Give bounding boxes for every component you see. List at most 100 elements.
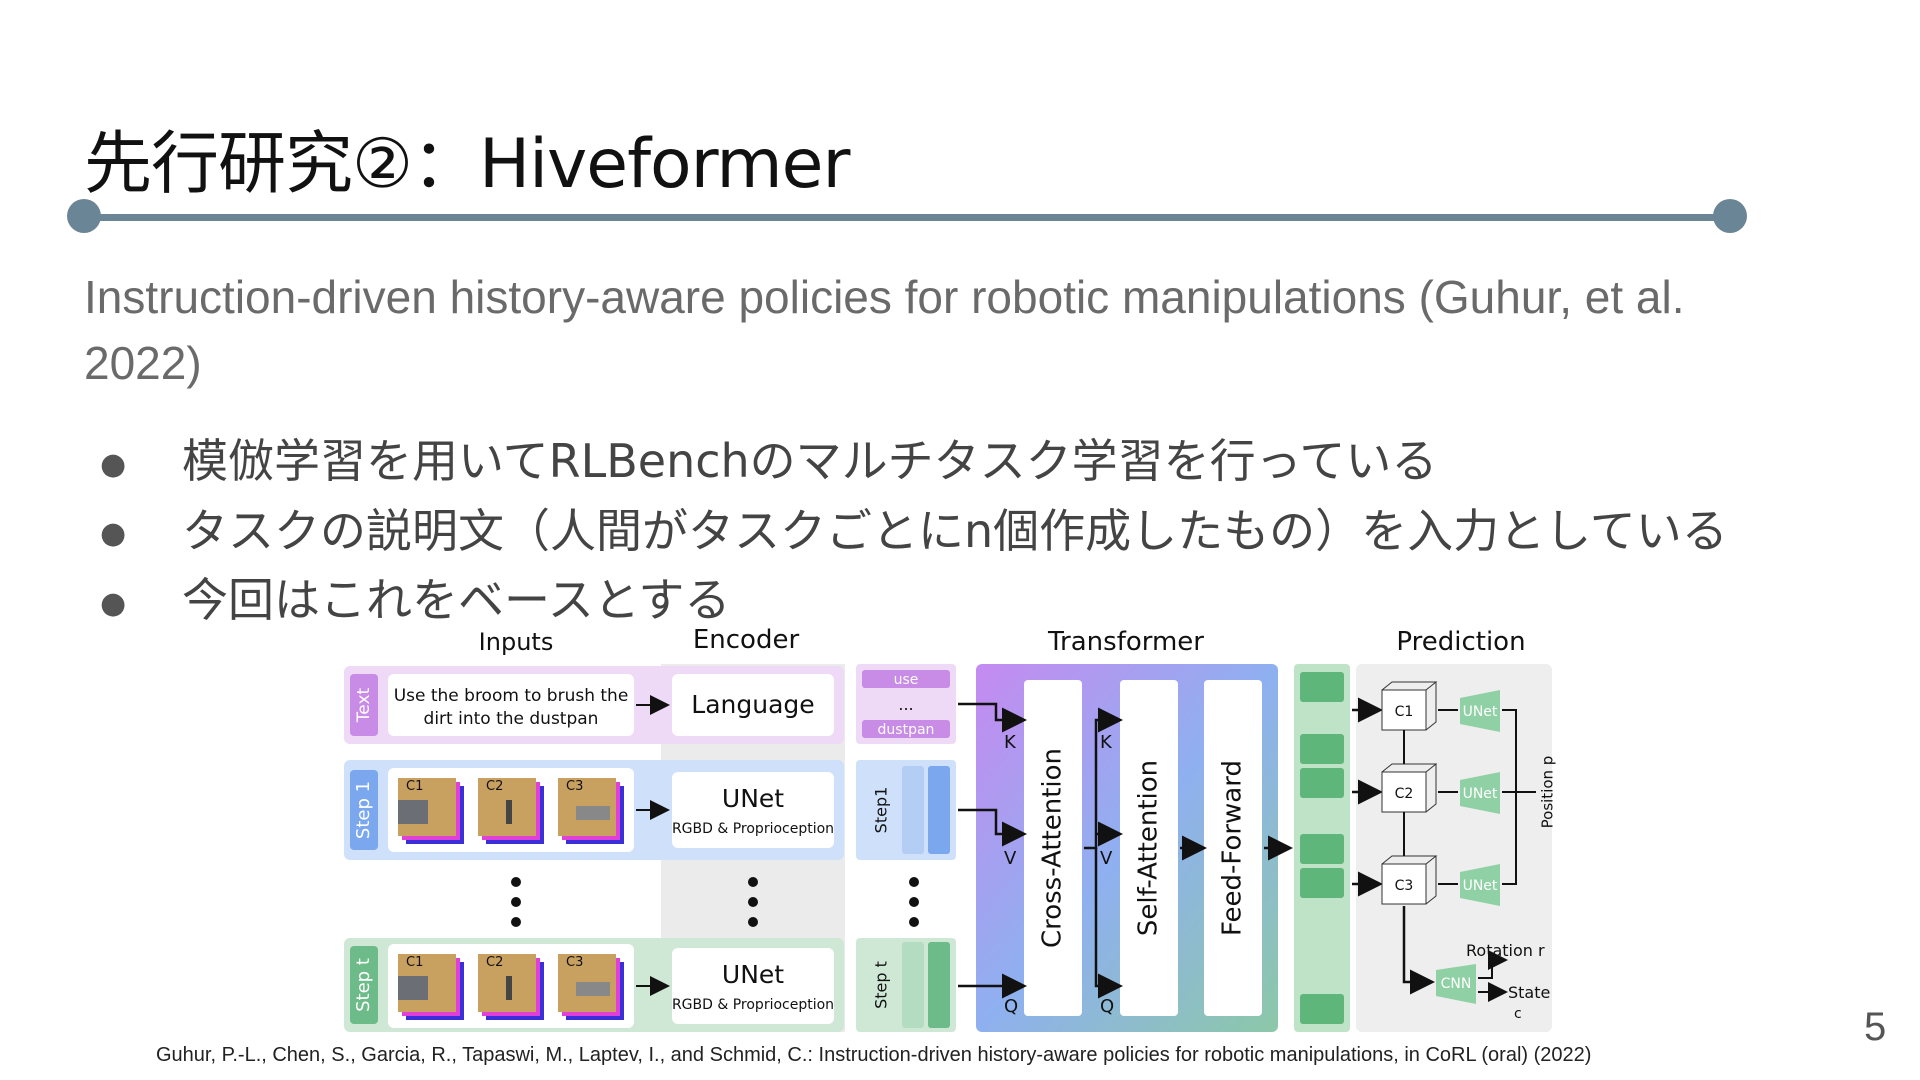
instruction-line-1: Use the broom to brush the xyxy=(394,686,629,706)
cross-attention-box xyxy=(1024,680,1082,1016)
step1-cam-label-c2: C2 xyxy=(486,779,503,794)
stept-camera-c2 xyxy=(478,954,544,1020)
bullet-list: ● 模倣学習を用いてRLBenchのマルチタスク学習を行っている ● タスクの説明文… xyxy=(100,428,1728,637)
step1-token-cams xyxy=(902,766,924,854)
slide-title: 先行研究②：Hiveformer xyxy=(84,125,850,204)
token-first xyxy=(862,670,950,688)
step1-row-tag xyxy=(350,770,378,850)
bullet-text: 模倣学習を用いてRLBenchのマルチタスク学習を行っている xyxy=(182,434,1438,488)
self-attention-box xyxy=(1120,680,1178,1016)
stept-row-tag xyxy=(350,946,378,1024)
pred-unet-blocks xyxy=(1460,690,1500,906)
underline-right-dot xyxy=(1713,199,1747,233)
stept-camera-c1 xyxy=(398,954,464,1020)
step1-token-label: Step1 xyxy=(872,787,891,834)
token-last-label: dustpan xyxy=(878,722,935,738)
citation: Guhur, P.-L., Chen, S., Garcia, R., Tapa… xyxy=(156,1044,1592,1066)
header-transformer: Transformer xyxy=(1047,627,1204,657)
token-ellipsis: ... xyxy=(898,695,913,714)
pred-unet-2-label: UNet xyxy=(1463,786,1498,802)
bullet-item: ● 模倣学習を用いてRLBenchのマルチタスク学習を行っている xyxy=(100,428,1728,498)
stept-unet-label: UNet xyxy=(722,960,784,989)
stept-cam-label-c1: C1 xyxy=(406,955,423,970)
ellipsis-tokens-icon xyxy=(909,877,919,927)
step1-token-g xyxy=(928,766,950,854)
cross-attention-label: Cross-Attention xyxy=(1038,748,1068,948)
title-underline xyxy=(84,214,1730,221)
cross-v-label: V xyxy=(1004,848,1017,869)
step1-unet-sub: RGBD & Proprioception xyxy=(672,821,834,837)
hidden-tokens xyxy=(1300,672,1344,1024)
cross-k-label: K xyxy=(1004,732,1017,753)
bullet-text: 今回はこれをベースとする xyxy=(182,573,731,627)
header-prediction: Prediction xyxy=(1396,627,1525,657)
feed-forward-label: Feed-Forward xyxy=(1218,760,1248,936)
stept-token-cams xyxy=(902,942,924,1028)
pred-unet-3-label: UNet xyxy=(1463,878,1498,894)
cnn-label: CNN xyxy=(1441,976,1472,992)
bullet-text: タスクの説明文（人間がタスクごとにn個作成したもの）を入力としている xyxy=(182,503,1728,558)
stept-camera-c3 xyxy=(558,954,624,1020)
step1-row-label: Step 1 xyxy=(353,781,374,839)
text-row-tag xyxy=(350,674,378,736)
bullet-dot-icon: ● xyxy=(100,516,127,551)
stept-cam-label-c2: C2 xyxy=(486,955,503,970)
arrow-q-self xyxy=(1094,848,1123,999)
stept-unet-sub: RGBD & Proprioception xyxy=(672,997,834,1013)
state-label: State xyxy=(1508,983,1550,1002)
underline-left-dot xyxy=(67,199,101,233)
paper-subtitle: Instruction-driven history-aware policie… xyxy=(84,271,1685,389)
position-label: Position p xyxy=(1539,756,1557,829)
ellipsis-encoder-icon xyxy=(748,877,758,927)
cube-c3-label: C3 xyxy=(1395,878,1414,894)
feed-forward-box xyxy=(1204,680,1262,1016)
state-c-label: c xyxy=(1514,1006,1522,1022)
self-k-label: K xyxy=(1100,732,1113,753)
step1-camera-c2 xyxy=(478,778,544,844)
self-attention-label: Self-Attention xyxy=(1134,760,1164,936)
text-row-label: Text xyxy=(354,687,374,723)
header-encoder: Encoder xyxy=(693,625,800,655)
rotation-label: Rotation r xyxy=(1466,941,1545,960)
step1-camera-c3 xyxy=(558,778,624,844)
cube-c3 xyxy=(1381,855,1438,905)
stept-unet-box xyxy=(672,948,834,1024)
pred-unet-1-label: UNet xyxy=(1463,704,1498,720)
language-encoder-box xyxy=(672,674,834,736)
instruction-line-2: dirt into the dustpan xyxy=(424,709,599,729)
cube-c1 xyxy=(1381,681,1438,731)
cube-c1-label: C1 xyxy=(1395,704,1414,720)
bullet-dot-icon: ● xyxy=(100,446,127,482)
stept-token-label: Step t xyxy=(872,961,891,1009)
cnn-block xyxy=(1436,964,1476,1004)
self-q-label: Q xyxy=(1100,996,1114,1017)
token-last xyxy=(862,720,950,738)
cube-c2 xyxy=(1381,763,1438,813)
stept-row-label: Step t xyxy=(353,958,374,1012)
bullet-item: ● 今回はこれをベースとする xyxy=(100,567,1728,637)
step1-camera-c1 xyxy=(398,778,464,844)
language-encoder-label: Language xyxy=(691,690,814,719)
stept-token-g xyxy=(928,942,950,1028)
unet-merge-line xyxy=(1502,709,1517,885)
self-v-label: V xyxy=(1100,848,1113,869)
page-number: 5 xyxy=(1864,1005,1887,1049)
arrow-v-cross xyxy=(958,808,1027,847)
architecture-figure: Inputs Encoder Transformer Prediction Te… xyxy=(336,620,1581,1037)
cube-c2-label: C2 xyxy=(1395,786,1414,802)
bullet-dot-icon: ● xyxy=(100,585,127,621)
arrow-cnn-rotation xyxy=(1478,950,1508,979)
arrow-k-self xyxy=(1084,707,1123,850)
step1-cam-label-c1: C1 xyxy=(406,779,423,794)
step1-unet-label: UNet xyxy=(722,784,784,813)
cross-q-label: Q xyxy=(1004,996,1018,1017)
step1-unet-box xyxy=(672,772,834,848)
instruction-box xyxy=(388,674,634,736)
arrow-c3-cnn xyxy=(1402,906,1435,995)
step1-cam-label-c3: C3 xyxy=(566,779,583,794)
arrow-k-cross xyxy=(958,702,1027,733)
ellipsis-inputs-icon xyxy=(511,877,521,927)
token-first-label: use xyxy=(894,672,919,688)
header-inputs: Inputs xyxy=(479,628,554,656)
stept-cam-label-c3: C3 xyxy=(566,955,583,970)
